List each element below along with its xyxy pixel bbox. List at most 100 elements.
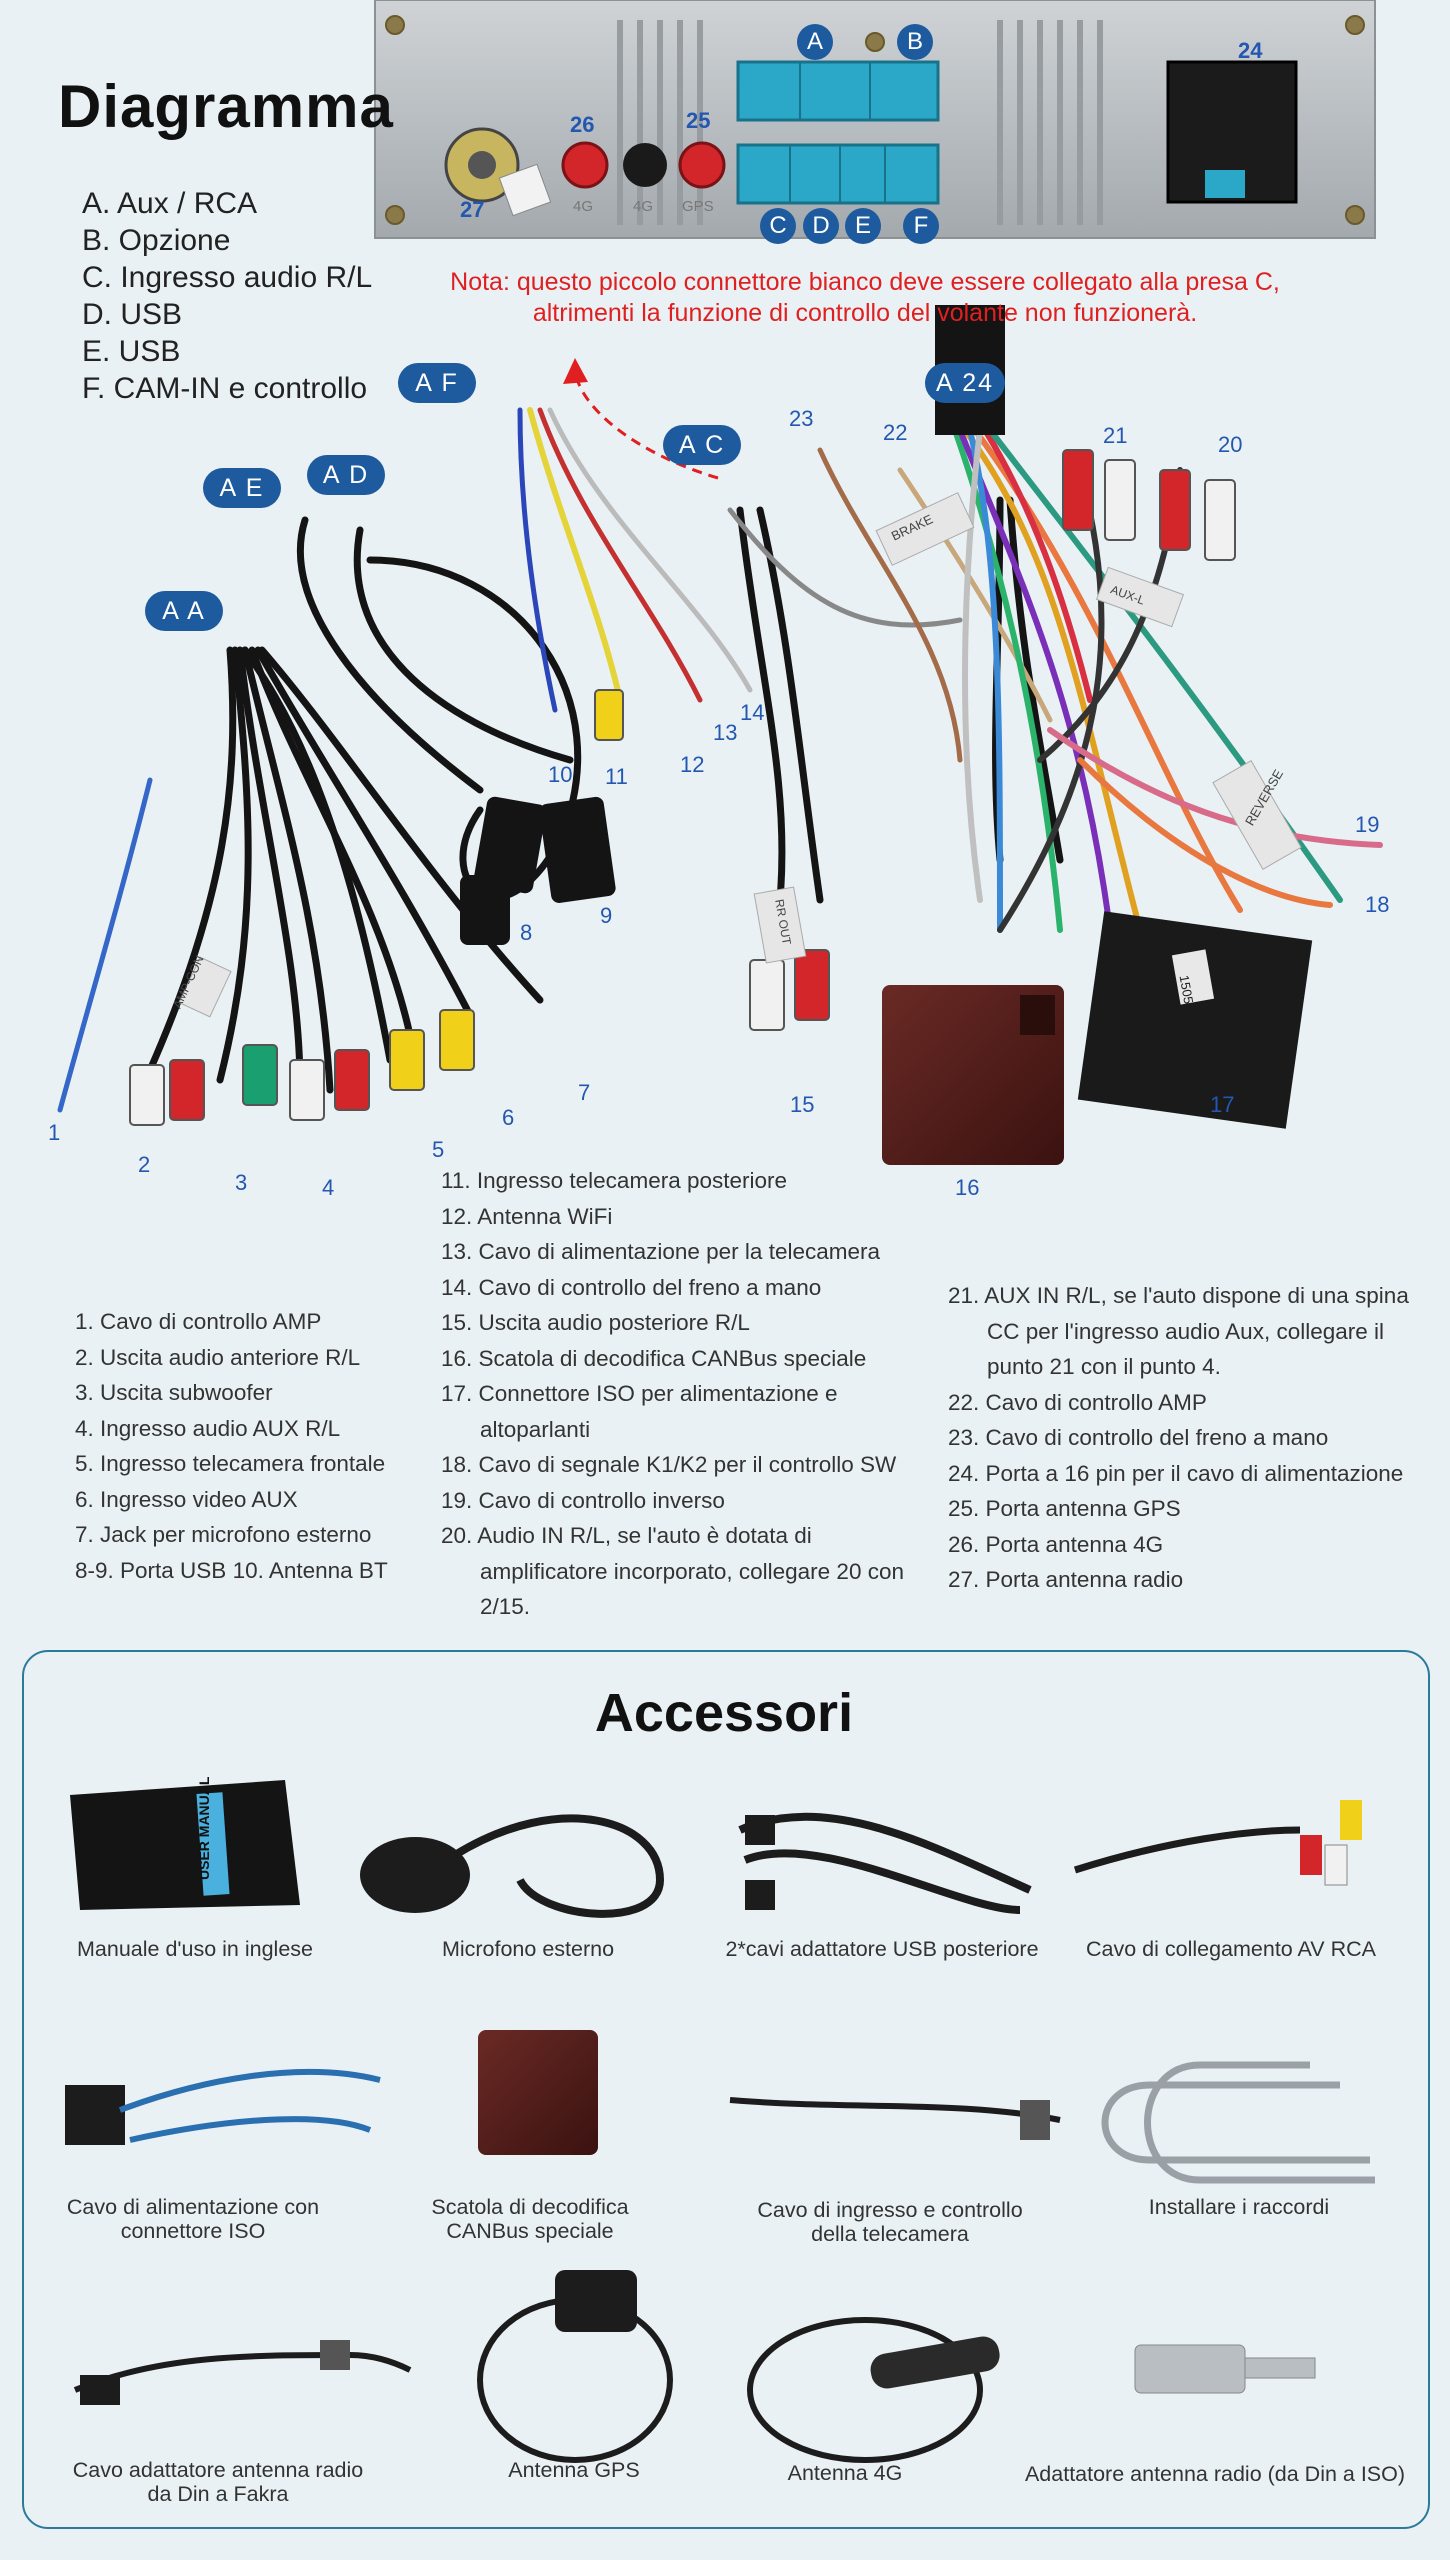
callout-19: 19 [1355, 812, 1380, 837]
legend-item: 18. Cavo di segnale K1/K2 per il control… [441, 1452, 897, 1477]
legend-item: 6. Ingresso video AUX [75, 1486, 298, 1512]
accessory-caption: Microfono esterno [441, 1937, 615, 1961]
accessory-caption: Antenna 4G [787, 2461, 903, 2485]
badge-ae: A E [203, 468, 281, 508]
manual-cover-text: USER MANUAL [196, 1776, 212, 1880]
callout-21: 21 [1103, 423, 1128, 448]
accessory-caption: Antenna GPS [508, 2458, 640, 2482]
legend-item: 23. Cavo di controllo del freno a mano [948, 1425, 1329, 1450]
legend-item: 26. Porta antenna 4G [948, 1531, 1164, 1557]
head-unit-rear-panel [374, 0, 1376, 239]
accessory-caption: Cavo di collegamento AV RCA [1086, 1937, 1376, 1961]
port-legend-item: D. USB [82, 298, 183, 331]
accessory-caption: 2*cavi adattatore USB posteriore [725, 1937, 1039, 1961]
callout-9: 9 [600, 903, 613, 928]
callout-8: 8 [520, 920, 533, 945]
port-label-gps: GPS [682, 198, 714, 215]
badge-ad: A D [307, 455, 385, 495]
legend-item: 22. Cavo di controllo AMP [948, 1389, 1207, 1415]
legend-column-1: 1. Cavo di controllo AMP 2. Uscita audio… [75, 1304, 455, 1588]
callout-13: 13 [713, 720, 738, 745]
port-legend-item: C. Ingresso audio R/L [82, 261, 373, 294]
badge-aa: A A [145, 591, 223, 631]
callout-4: 4 [322, 1175, 335, 1200]
legend-item: 1. Cavo di controllo AMP [75, 1309, 322, 1334]
callout-7: 7 [578, 1080, 591, 1105]
accessories-title: Accessori [594, 1683, 854, 1743]
callout-6: 6 [502, 1105, 515, 1130]
port-number-24: 24 [1238, 38, 1263, 63]
legend-item: 17. Connettore ISO per alimentazione e a… [441, 1381, 838, 1442]
callout-12: 12 [680, 752, 705, 777]
connection-note: Nota: questo piccolo connettore bianco d… [405, 267, 1325, 329]
callout-22: 22 [883, 420, 908, 445]
accessory-images [65, 1780, 1375, 2463]
port-legend-item: A. Aux / RCA [82, 187, 258, 220]
badge-af: A F [398, 363, 476, 403]
legend-item: 15. Uscita audio posteriore R/L [441, 1310, 750, 1335]
callout-11: 11 [605, 764, 628, 789]
canbus-box [882, 985, 1064, 1165]
legend-item: 5. Ingresso telecamera frontale [75, 1451, 386, 1476]
port-badge-c: C [760, 208, 796, 244]
legend-item: 12. Antenna WiFi [441, 1203, 613, 1229]
callout-18: 18 [1365, 892, 1390, 917]
note-line: Nota: questo piccolo connettore bianco d… [450, 268, 1280, 296]
callout-15: 15 [790, 1092, 815, 1117]
badge-a24: A 24 [925, 363, 1005, 403]
callout-23: 23 [789, 406, 814, 431]
legend-item: 13. Cavo di alimentazione per la telecam… [441, 1239, 880, 1264]
port-number-25: 25 [686, 108, 711, 133]
callout-3: 3 [235, 1170, 248, 1195]
accessory-caption: Cavo di alimentazione con connettore ISO [66, 2195, 320, 2243]
port-label-4g: 4G [633, 198, 654, 215]
port-badge-f: F [903, 208, 939, 244]
port-legend-item: F. CAM-IN e controllo [82, 372, 368, 405]
badge-ac: A C [663, 425, 741, 465]
usb-plugs [460, 796, 616, 945]
legend-column-2: 11. Ingresso telecamera posteriore 12. A… [441, 1163, 926, 1625]
port-number-26: 26 [570, 112, 595, 137]
callout-2: 2 [138, 1152, 151, 1177]
legend-item: 16. Scatola di decodifica CANBus special… [441, 1345, 867, 1371]
legend-item: 27. Porta antenna radio [948, 1567, 1184, 1592]
callout-17: 17 [1210, 1092, 1235, 1117]
callout-20: 20 [1218, 432, 1243, 457]
cable-tag-shapes [178, 492, 1302, 1018]
port-label-4g: 4G [573, 198, 594, 215]
accessory-caption: Cavo di ingresso e controllo della telec… [757, 2198, 1023, 2246]
port-badge-e: E [845, 208, 881, 244]
accessory-caption: Scatola di decodifica CANBus speciale [431, 2195, 629, 2243]
legend-item: 14. Cavo di controllo del freno a mano [441, 1274, 822, 1300]
legend-item: 25. Porta antenna GPS [948, 1496, 1181, 1521]
note-line: altrimenti la funzione di controllo del … [532, 299, 1198, 327]
legend-item: 19. Cavo di controllo inverso [441, 1487, 725, 1513]
legend-column-3: 21. AUX IN R/L, se l'auto dispone di una… [948, 1278, 1428, 1598]
callout-14: 14 [740, 700, 765, 725]
port-badge-b: B [897, 24, 933, 60]
legend-item: 21. AUX IN R/L, se l'auto dispone di una… [948, 1283, 1409, 1379]
iso-connector [1077, 911, 1313, 1129]
legend-item: 11. Ingresso telecamera posteriore [441, 1168, 788, 1193]
legend-item: 3. Uscita subwoofer [75, 1380, 273, 1405]
callout-1: 1 [48, 1120, 61, 1145]
accessories-panel [22, 1650, 1430, 2529]
callout-5: 5 [432, 1137, 445, 1162]
accessory-caption: Cavo adattatore antenna radio da Din a F… [72, 2458, 364, 2506]
legend-item: 2. Uscita audio anteriore R/L [75, 1344, 361, 1370]
legend-item: 8-9. Porta USB 10. Antenna BT [75, 1557, 388, 1583]
port-legend: A. Aux / RCA B. Opzione C. Ingresso audi… [82, 185, 372, 407]
cable-harness [57, 407, 1383, 1113]
port-legend-item: B. Opzione [82, 224, 231, 257]
callout-10: 10 [548, 762, 573, 787]
diagram-title: Diagramma [58, 73, 394, 140]
port-badge-d: D [803, 208, 839, 244]
legend-item: 24. Porta a 16 pin per il cavo di alimen… [948, 1460, 1404, 1486]
accessory-caption: Adattatore antenna radio (da Din a ISO) [1024, 2462, 1406, 2486]
port-badge-a: A [797, 24, 833, 60]
accessory-caption: Installare i raccordi [1148, 2195, 1330, 2219]
accessory-caption: Manuale d'uso in inglese [77, 1937, 313, 1961]
arrow-head [563, 358, 588, 384]
legend-item: 7. Jack per microfono esterno [75, 1522, 372, 1547]
